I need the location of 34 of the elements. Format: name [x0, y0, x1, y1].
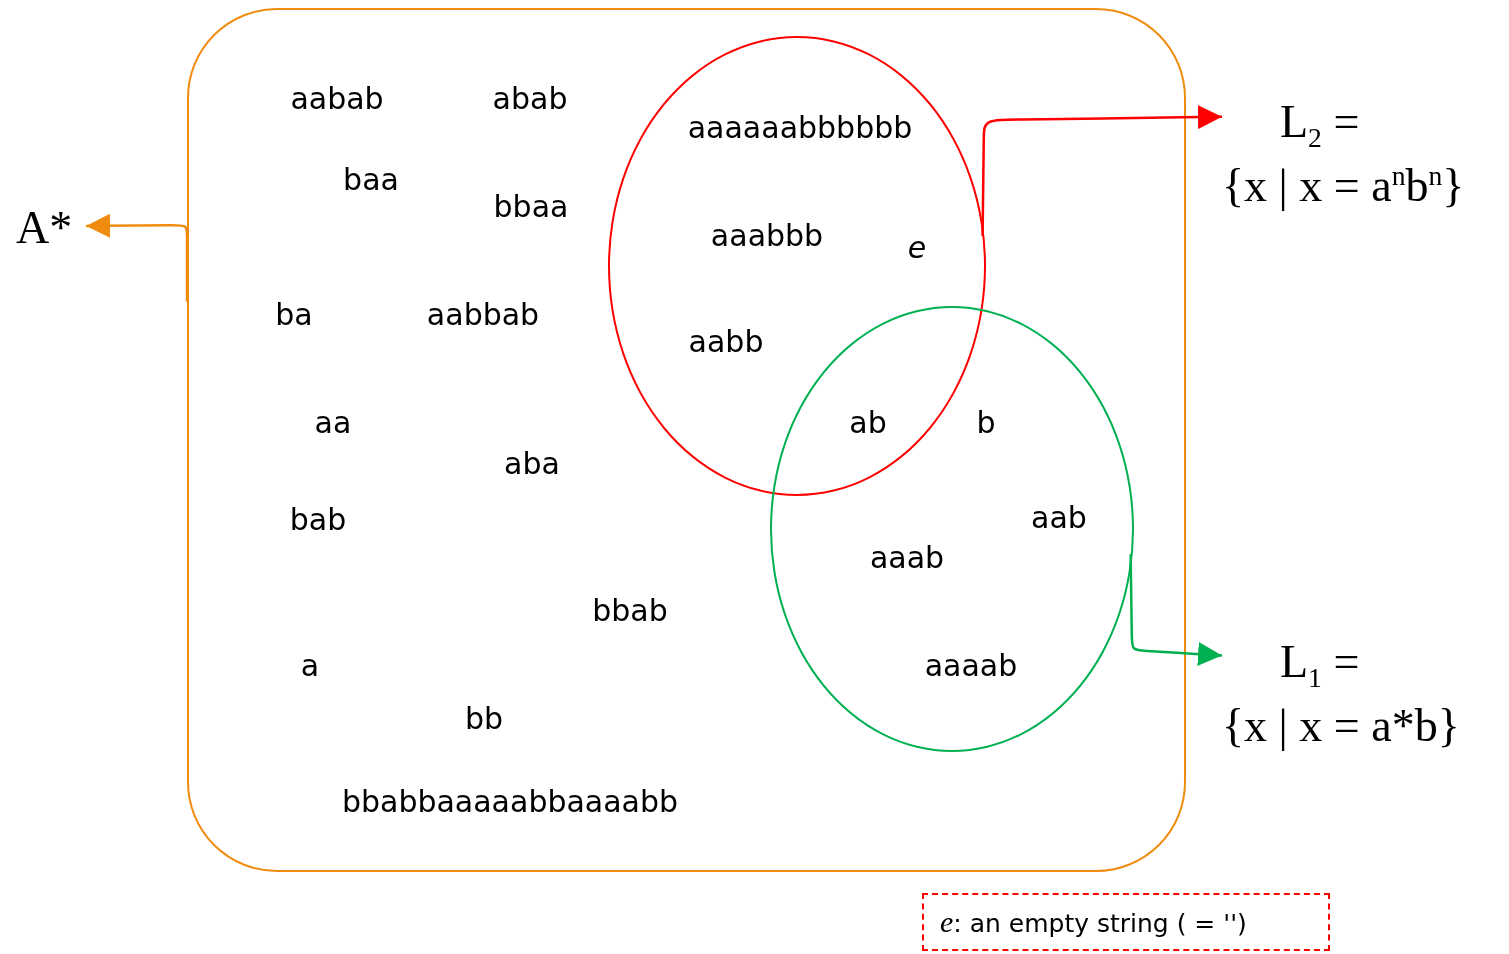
string-label: bbab: [592, 592, 668, 628]
string-label: bbabbaaaaabbaaaabb: [341, 783, 679, 819]
string-label: bb: [464, 700, 504, 736]
arrow: [86, 213, 189, 302]
empty-string-symbol: e: [907, 229, 927, 265]
string-label: bab: [289, 501, 347, 537]
string-label: aaaab: [924, 647, 1018, 683]
string-label: aaaaaabbbbbb: [687, 109, 913, 145]
string-label: a: [300, 647, 320, 683]
string-label: aba: [504, 445, 560, 481]
set-name: A*: [16, 201, 73, 255]
string-label: aabb: [688, 323, 764, 359]
arrow: [1129, 554, 1223, 667]
universe-set-box: [187, 8, 1186, 872]
string-label: aab: [1031, 499, 1087, 535]
set-ellipse: [770, 306, 1134, 752]
string-label: aabab: [290, 80, 384, 116]
string-label: aaab: [869, 539, 945, 575]
set-name: L$_{2}$ =: [1279, 95, 1360, 156]
string-label: aabbab: [426, 296, 540, 332]
set-name: L$_{1}$ =: [1279, 635, 1360, 696]
string-label: bbaa: [493, 188, 569, 224]
string-label: b: [976, 404, 996, 440]
arrow: [981, 105, 1222, 236]
note-box: [922, 893, 1330, 951]
note-text: e: an empty string ( = ''): [940, 905, 1248, 939]
string-label: ab: [849, 404, 887, 440]
set-definition: {x | x = a*b}: [1222, 699, 1460, 754]
string-label: ba: [275, 296, 313, 332]
string-label: baa: [343, 161, 399, 197]
string-label: abab: [492, 80, 568, 116]
set-definition: {x | x = a$^{n}$b$^{n}$}: [1222, 158, 1465, 214]
string-label: aa: [314, 404, 352, 440]
string-label: aaabbb: [710, 217, 824, 253]
